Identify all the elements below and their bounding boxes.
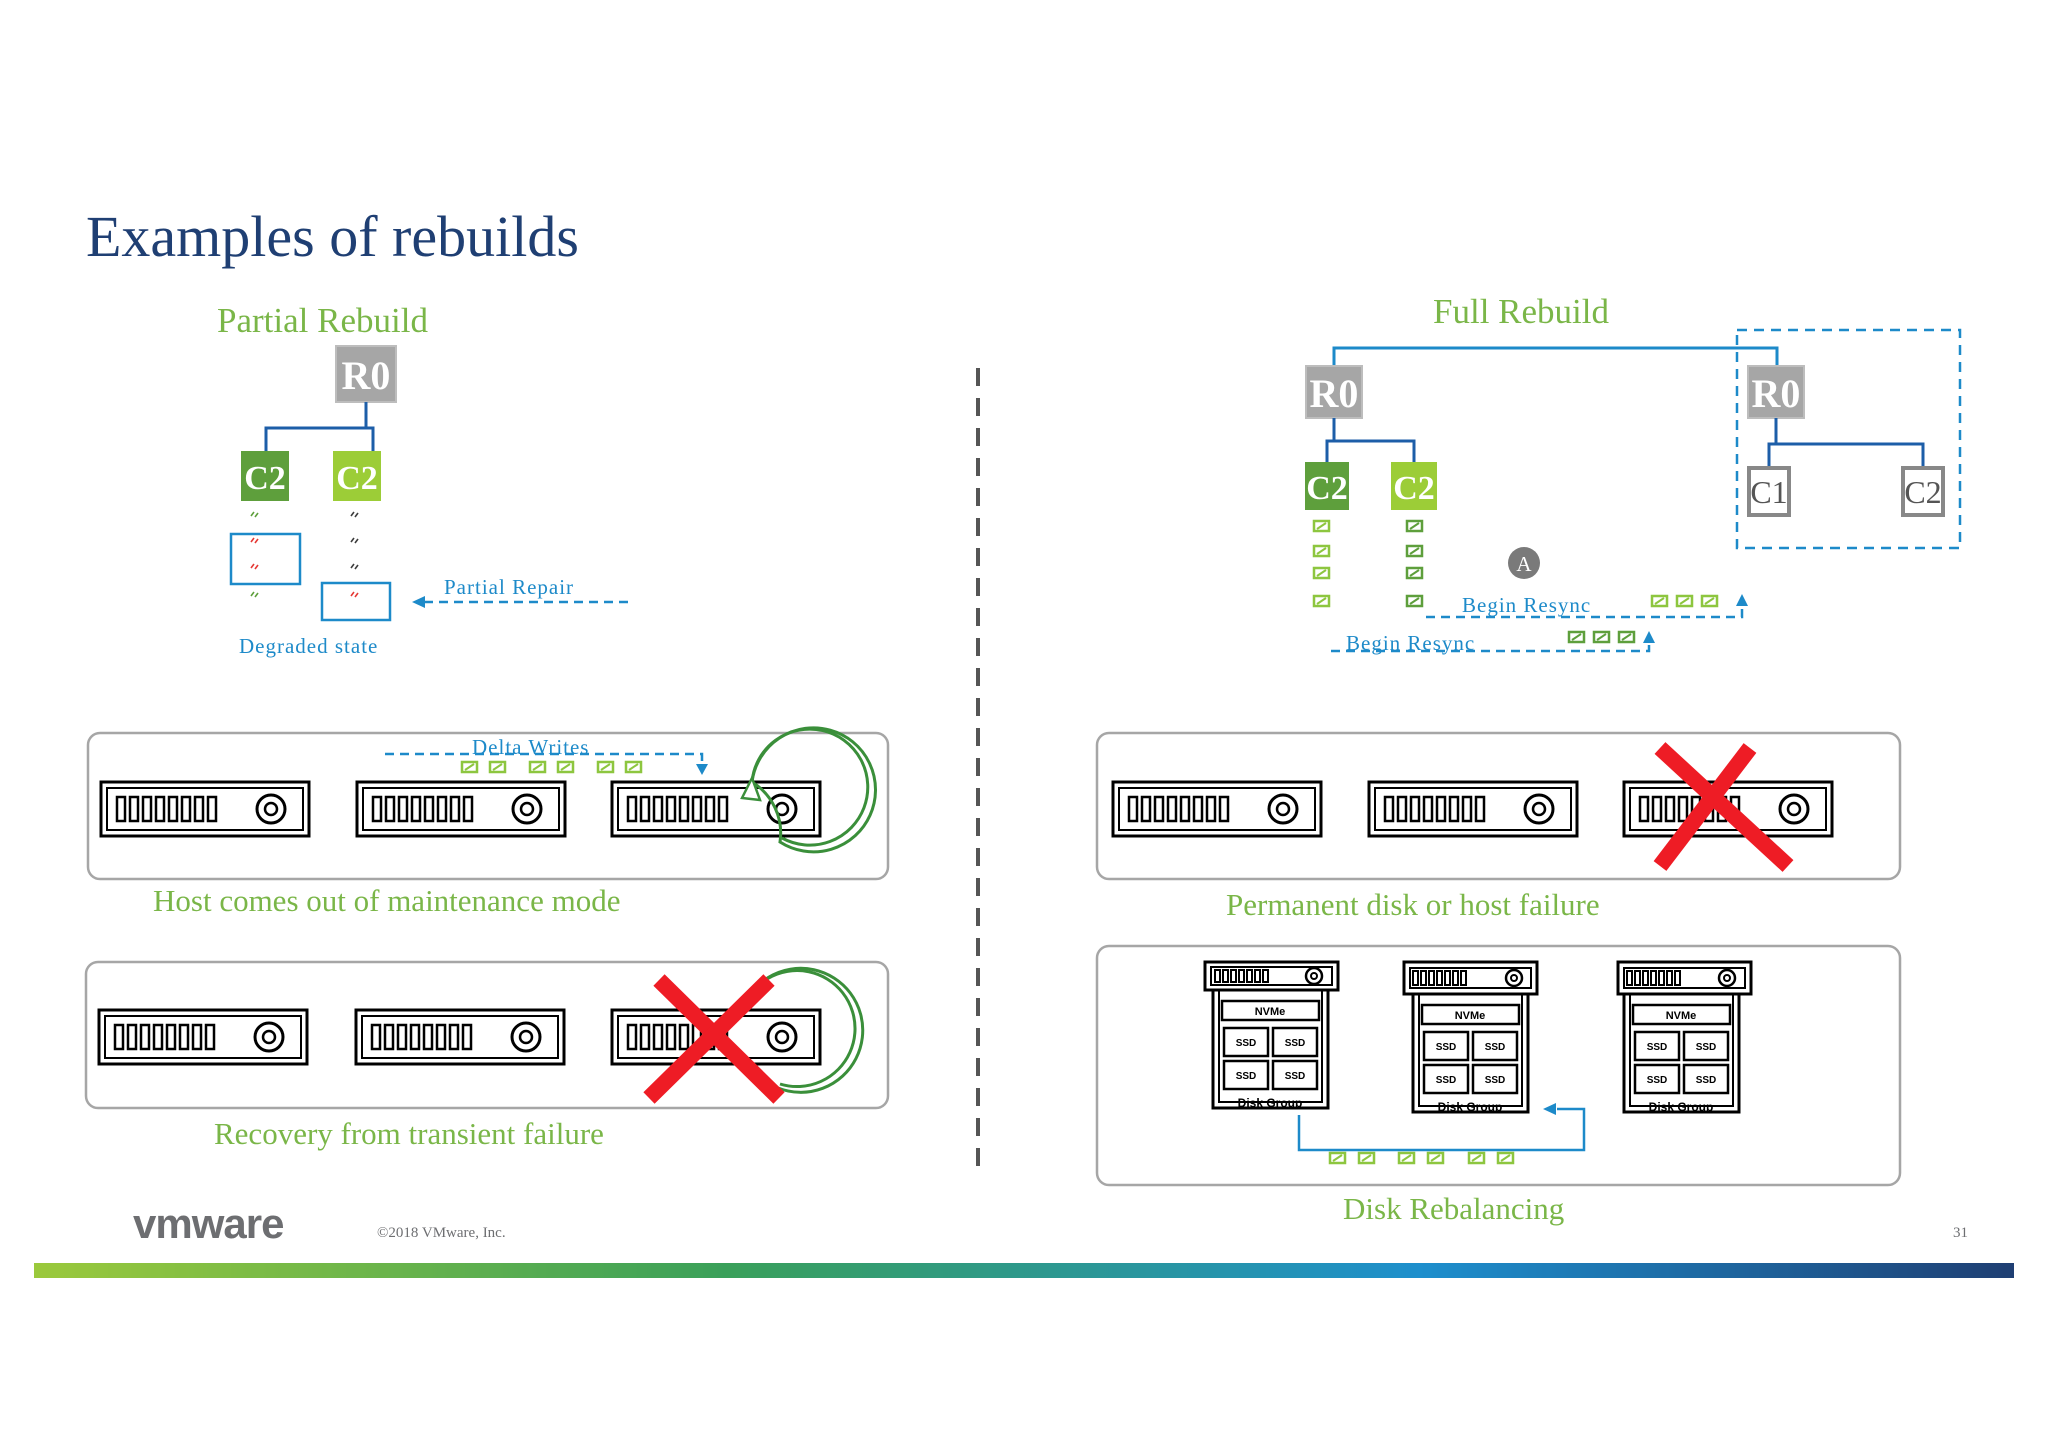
- disk-group-2: NVMe SSD SSD SSD SSD Disk Group: [1402, 960, 1539, 1114]
- resync-upper-label: Begin Resync: [1462, 593, 1591, 617]
- new-component-region: [1735, 328, 1962, 550]
- partial-r0-label: R0: [342, 353, 391, 398]
- panel-permanent: Permanent disk or host failure: [1095, 731, 1902, 922]
- disk-group-3-ssd-1: SSD: [1647, 1042, 1668, 1053]
- permanent-host-1: [1111, 780, 1323, 838]
- maintenance-host-1: [99, 780, 311, 838]
- disk-group-2-ssd-4: SSD: [1485, 1075, 1506, 1086]
- partial-c2-left-label: C2: [244, 460, 286, 497]
- disk-group-1-ssd-2: SSD: [1285, 1038, 1306, 1049]
- new-c1-box: [1747, 466, 1791, 517]
- slide-title: Examples of rebuilds: [86, 204, 579, 269]
- new-c2-box: [1901, 466, 1945, 517]
- rebalance-label: Disk Rebalancing: [1343, 1191, 1564, 1226]
- delta-writes-label: Delta Writes: [472, 735, 589, 759]
- rebalance-arrow: [1297, 1107, 1586, 1152]
- partial-c2-right-box: [333, 451, 381, 501]
- disk-group-3-label: Disk Group: [1649, 1100, 1714, 1114]
- disk-group-2-ssd-3: SSD: [1436, 1075, 1457, 1086]
- disk-group-2-ssd-1: SSD: [1436, 1042, 1457, 1053]
- disk-group-3-nvme: NVMe: [1666, 1010, 1697, 1022]
- disk-group-1-ssd-4: SSD: [1285, 1071, 1306, 1082]
- transient-host-2: [354, 1008, 566, 1066]
- partial-tree-line-left: [264, 402, 368, 451]
- partial-c2-right-label: C2: [336, 460, 378, 497]
- full-rebuild-heading: Full Rebuild: [1433, 292, 1609, 331]
- panel-transient: Recovery from transient failure: [84, 960, 890, 1151]
- disk-group-1-label: Disk Group: [1238, 1096, 1303, 1110]
- marker-a-label: A: [1516, 552, 1532, 576]
- page-number: 31: [1953, 1225, 1968, 1241]
- partial-rebuild-heading: Partial Rebuild: [217, 301, 428, 340]
- footer-gradient-bar: [34, 1263, 2014, 1278]
- full-r0-right-label: R0: [1752, 371, 1801, 416]
- maintenance-host-3: [610, 780, 822, 838]
- resync-upper-arrow: [1426, 602, 1744, 619]
- maintenance-label: Host comes out of maintenance mode: [153, 883, 620, 918]
- full-r0-left-label: R0: [1310, 371, 1359, 416]
- disk-group-2-nvme: NVMe: [1455, 1010, 1486, 1022]
- disk-group-3-ssd-3: SSD: [1647, 1075, 1668, 1086]
- new-c1-label: C1: [1750, 474, 1787, 510]
- full-c2-right-box: [1391, 462, 1437, 510]
- disk-group-1: NVMe SSD SSD SSD SSD Disk Group: [1203, 960, 1340, 1110]
- partial-repair-label: Partial Repair: [444, 575, 574, 599]
- disk-group-1-ssd-1: SSD: [1236, 1038, 1257, 1049]
- disk-group-3-ssd-2: SSD: [1696, 1042, 1717, 1053]
- repair-box: [320, 581, 392, 622]
- permanent-host-2: [1367, 780, 1579, 838]
- footer: vmware ©2018 VMware, Inc. 31: [34, 1200, 2014, 1278]
- panel-maintenance: Delta Writes Host comes out of maintenan…: [86, 726, 890, 918]
- delta-writes-arrow: [385, 752, 704, 766]
- transient-failure-x-icon: [643, 974, 785, 1104]
- marker-a-circle: [1508, 547, 1540, 579]
- degraded-box: [229, 532, 302, 586]
- full-c2-right-label: C2: [1393, 470, 1435, 507]
- disk-group-1-nvme: NVMe: [1255, 1006, 1286, 1018]
- partial-rebuild-diagram: Partial Rebuild R0 C2 C2 Partial Repair …: [217, 301, 634, 658]
- resync-lower-arrow: [1331, 640, 1651, 653]
- disk-group-1-ssd-3: SSD: [1236, 1071, 1257, 1082]
- transient-label: Recovery from transient failure: [214, 1116, 604, 1151]
- degraded-state-label: Degraded state: [239, 634, 378, 658]
- full-rebuild-diagram: Full Rebuild R0 R0 C2 C2 C1 C2 A Begin R…: [1305, 292, 1962, 655]
- full-c2-left-label: C2: [1306, 470, 1348, 507]
- full-tree-top-line: [1332, 346, 1779, 366]
- partial-tree-line-right: [366, 426, 375, 451]
- disk-group-3: NVMe SSD SSD SSD SSD Disk Group: [1616, 960, 1753, 1114]
- partial-c2-left-box: [241, 451, 289, 501]
- new-c2-label: C2: [1904, 474, 1941, 510]
- vmware-logo: vmware: [133, 1200, 283, 1247]
- disk-group-3-ssd-4: SSD: [1696, 1075, 1717, 1086]
- permanent-label: Permanent disk or host failure: [1226, 887, 1600, 922]
- disk-group-2-label: Disk Group: [1438, 1100, 1503, 1114]
- disk-group-2-ssd-2: SSD: [1485, 1042, 1506, 1053]
- transient-host-1: [97, 1008, 309, 1066]
- panel-rebalance: NVMe SSD SSD SSD SSD Disk Group NVMe: [1095, 944, 1902, 1226]
- maintenance-host-2: [355, 780, 567, 838]
- permanent-failure-x-icon: [1653, 742, 1794, 872]
- copyright-text: ©2018 VMware, Inc.: [377, 1225, 506, 1241]
- full-c2-left-box: [1305, 462, 1349, 510]
